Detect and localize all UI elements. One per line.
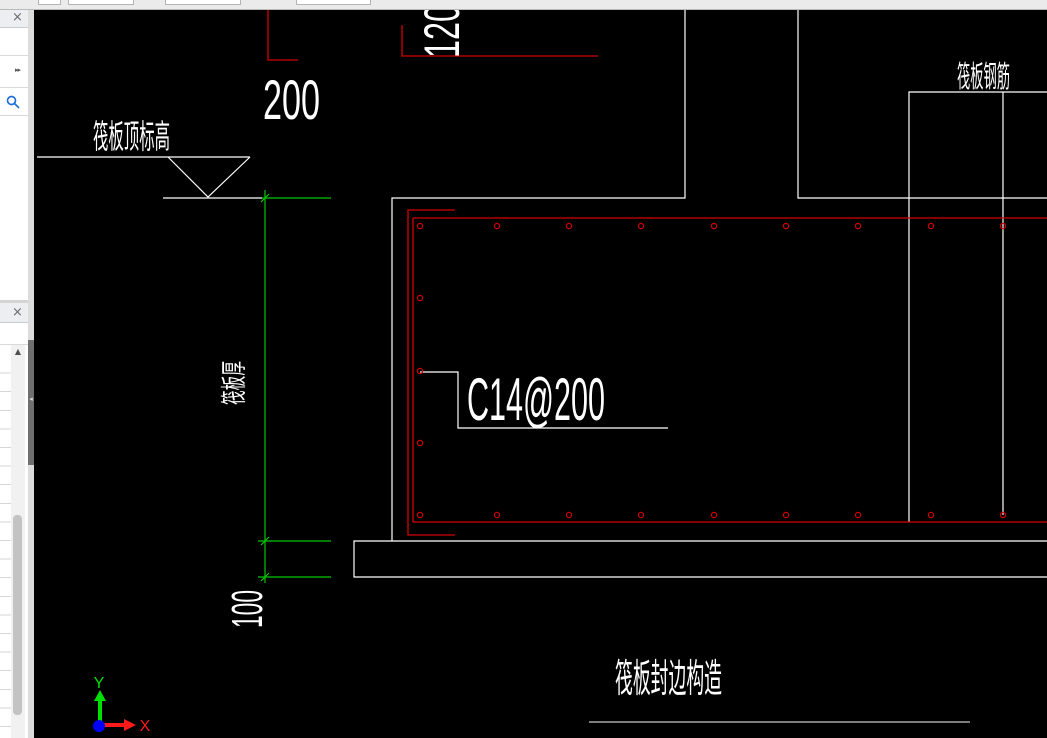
rebar-dot — [637, 222, 645, 230]
drawing-canvas[interactable]: 200 120 筏板顶标高 筏板钢筋 筏板厚 C14@200 100 筏板封边构… — [34, 10, 1047, 738]
rebar-dot — [416, 367, 424, 375]
panel-divider[interactable] — [0, 300, 28, 303]
toolbar-field[interactable] — [165, 0, 241, 5]
scroll-up-arrow-icon[interactable]: ▲ — [14, 347, 22, 356]
rebar-dot — [416, 511, 424, 519]
thickness-dimension — [258, 190, 331, 583]
panel-row-expand: ▸▸ — [0, 56, 28, 88]
rebar-dot — [565, 222, 573, 230]
rebar-dot — [493, 511, 501, 519]
close-icon[interactable]: × — [12, 10, 23, 25]
rebar-bend-120 — [401, 25, 598, 57]
panel-header-bottom: × — [0, 303, 28, 323]
left-column-outline — [391, 10, 686, 541]
rebar-dot — [565, 511, 573, 519]
scrollbar-thumb[interactable] — [13, 515, 22, 715]
dimension-text-120: 120 — [414, 10, 470, 58]
dimension-tick — [260, 572, 270, 582]
vertical-scrollbar[interactable]: ▲ — [11, 345, 25, 738]
rebar-lines — [267, 10, 1047, 536]
rebar-dot — [927, 511, 935, 519]
rebar-dot — [927, 222, 935, 230]
search-icon[interactable] — [6, 95, 20, 109]
property-grid-rows[interactable] — [0, 355, 11, 738]
rebar-dot — [999, 511, 1007, 519]
rebar-dot — [854, 511, 862, 519]
edge-closure-bar — [407, 209, 455, 536]
rebar-dot — [416, 222, 424, 230]
toolbar-field[interactable] — [68, 0, 134, 5]
outline-lines — [37, 10, 1047, 578]
panel-row — [0, 323, 28, 345]
ucs-x-arrowhead — [124, 719, 136, 731]
rebar-dot — [416, 439, 424, 447]
toolbar-strip — [0, 0, 1047, 10]
rebar-dot — [493, 222, 501, 230]
panel-row — [0, 28, 28, 56]
rebar-dot — [710, 222, 718, 230]
ucs-origin — [93, 720, 105, 732]
cad-drawing[interactable]: 200 120 筏板顶标高 筏板钢筋 筏板厚 C14@200 100 筏板封边构… — [34, 10, 1047, 738]
elevation-triangle — [167, 156, 251, 198]
raft-thickness-label: 筏板厚 — [220, 361, 250, 405]
rebar-dot — [710, 511, 718, 519]
right-column-outline — [797, 10, 1047, 199]
close-icon[interactable]: × — [12, 305, 23, 320]
rebar-callout-frame — [908, 91, 1047, 522]
raft-rebar-label: 筏板钢筋 — [957, 60, 1010, 95]
drawing-title: 筏板封边构造 — [615, 657, 722, 702]
cushion-layer-outline — [353, 540, 1047, 578]
ucs-icon: Y X — [93, 675, 151, 735]
ucs-y-arrowhead — [94, 690, 106, 701]
raft-top-elevation-label: 筏板顶标高 — [93, 117, 170, 156]
left-dock-panel: × ▸▸ × ▲ — [0, 10, 28, 738]
rebar-dot — [416, 294, 424, 302]
panel-collapse-handle[interactable]: ◂ — [28, 340, 34, 465]
toolbar-field[interactable] — [296, 0, 371, 5]
collapse-left-icon[interactable]: ◂ — [29, 395, 33, 403]
double-chevron-right-icon[interactable]: ▸▸ — [15, 66, 21, 74]
rebar-dot — [999, 222, 1007, 230]
rebar-dot — [854, 222, 862, 230]
rebar-bend-200 — [267, 10, 298, 61]
rebar-dots — [416, 222, 1007, 519]
toolbar-field[interactable] — [38, 0, 61, 5]
dimension-text-200: 200 — [263, 68, 320, 131]
panel-row-search — [0, 88, 28, 116]
dimension-tick — [260, 536, 270, 546]
rebar-spec-leader — [420, 371, 668, 429]
dimension-tick — [260, 193, 270, 203]
panel-header-top: × — [0, 10, 28, 28]
rebar-dot — [782, 511, 790, 519]
rebar-dot — [637, 511, 645, 519]
rebar-dot — [782, 222, 790, 230]
ucs-x-label: X — [140, 718, 151, 735]
dimension-text-100: 100 — [223, 590, 272, 628]
ucs-y-label: Y — [94, 675, 105, 692]
rebar-spec-label: C14@200 — [467, 366, 605, 433]
